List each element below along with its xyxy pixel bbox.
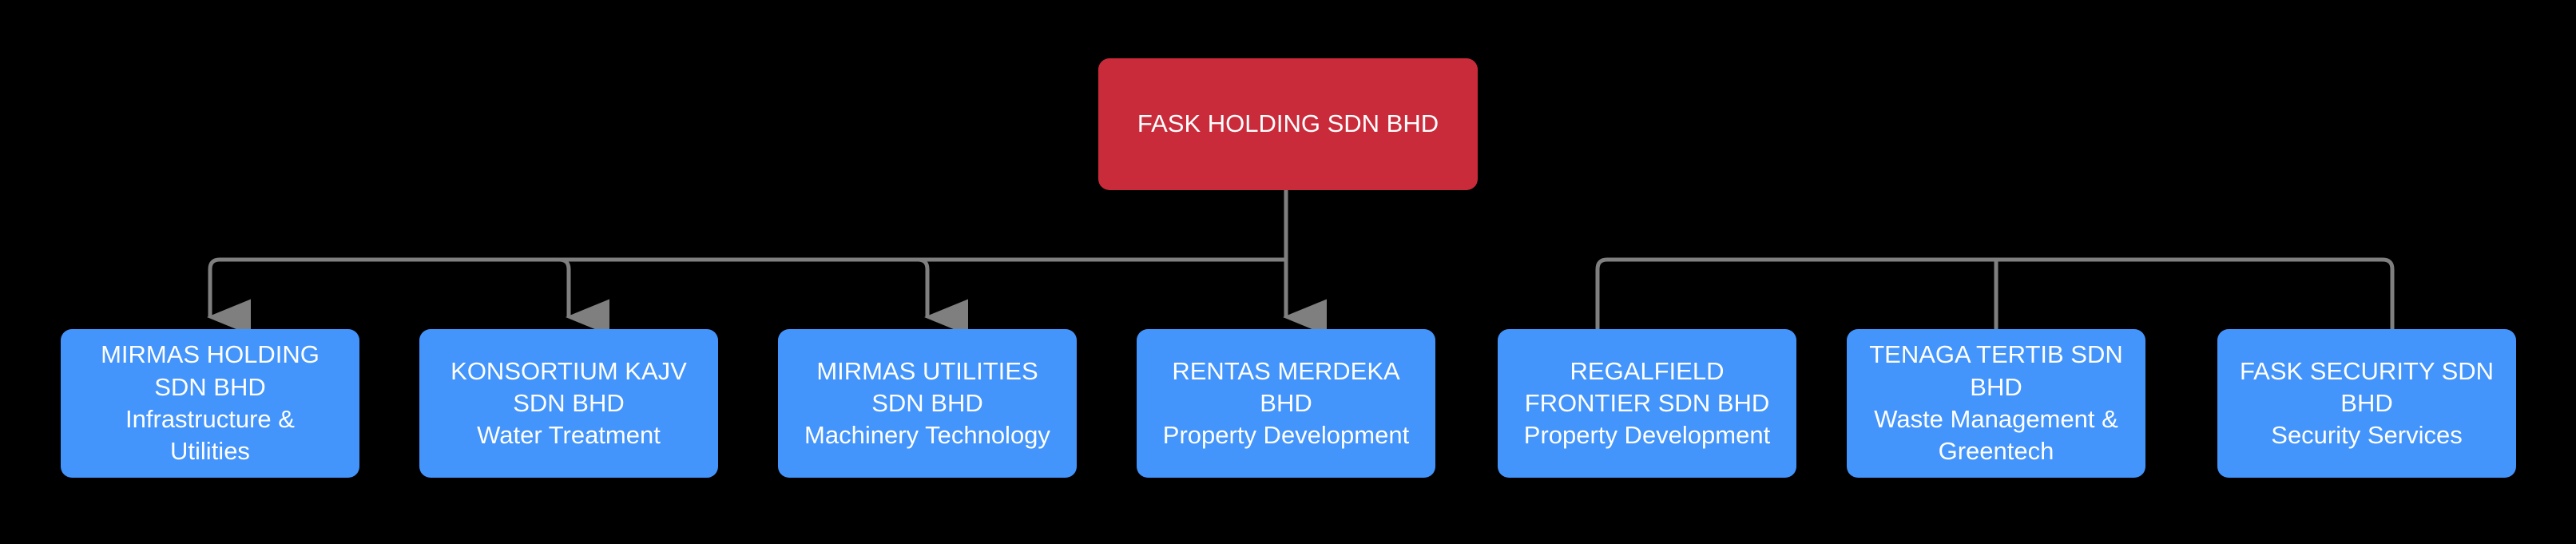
node-title: FASK SECURITY SDN BHD	[2239, 356, 2495, 417]
node-title: MIRMAS UTILITIES SDN BHD	[816, 356, 1038, 417]
node-title: MIRMAS HOLDING SDN BHD	[101, 340, 320, 401]
edge-left-bus	[206, 257, 1286, 336]
edge-right-bus-left-arm	[1595, 257, 1996, 329]
node-tenaga-tertib[interactable]: TENAGA TERTIB SDN BHD Waste Management &…	[1847, 329, 2145, 478]
node-root-fask-holding[interactable]: FASK HOLDING SDN BHD	[1098, 58, 1478, 190]
node-subtitle: Security Services	[2271, 421, 2463, 450]
node-mirmas-utilities[interactable]: MIRMAS UTILITIES SDN BHD Machinery Techn…	[778, 329, 1077, 478]
node-subtitle: Water Treatment	[477, 421, 661, 450]
node-subtitle: Waste Management & Greentech	[1874, 405, 2118, 466]
node-konsortium-kajv[interactable]: KONSORTIUM KAJV SDN BHD Water Treatment	[419, 329, 718, 478]
node-title: RENTAS MERDEKA BHD	[1172, 356, 1400, 417]
node-subtitle: Property Development	[1523, 421, 1771, 450]
node-title: TENAGA TERTIB SDN BHD	[1869, 340, 2123, 401]
node-subtitle: Machinery Technology	[804, 421, 1050, 450]
node-subtitle: Property Development	[1162, 421, 1410, 450]
edge-right-bus-right-arm	[1996, 257, 2395, 329]
node-title: KONSORTIUM KAJV SDN BHD	[451, 356, 687, 417]
edge-bus-to-mirmas-utilities	[917, 257, 968, 336]
node-subtitle: Infrastructure & Utilities	[125, 405, 295, 466]
node-regalfield-frontier[interactable]: REGALFIELD FRONTIER SDN BHD Property Dev…	[1498, 329, 1796, 478]
node-title: REGALFIELD FRONTIER SDN BHD	[1524, 356, 1770, 417]
node-fask-security[interactable]: FASK SECURITY SDN BHD Security Services	[2217, 329, 2516, 478]
node-mirmas-holding[interactable]: MIRMAS HOLDING SDN BHD Infrastructure & …	[61, 329, 359, 478]
node-rentas-merdeka[interactable]: RENTAS MERDEKA BHD Property Development	[1137, 329, 1435, 478]
edge-bus-to-konsortium-kajv	[558, 257, 609, 336]
node-title: FASK HOLDING SDN BHD	[1137, 109, 1439, 138]
